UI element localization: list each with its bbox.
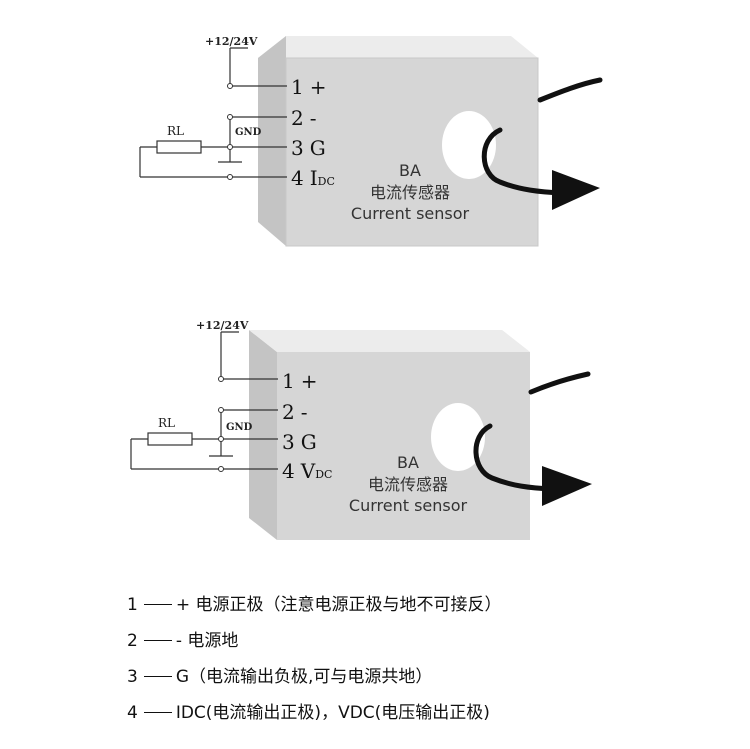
model-label: BA	[397, 453, 419, 472]
pin-1-label: 1+	[291, 75, 327, 99]
cable-arrow	[481, 127, 565, 196]
legend-dash	[143, 675, 172, 677]
supply-label: +12/24V	[205, 35, 258, 48]
sensor-name-en: Current sensor	[349, 496, 468, 515]
legend-dash	[143, 639, 172, 641]
arrow-head-icon	[542, 466, 592, 506]
legend-dash	[143, 711, 172, 713]
legend-text: G（电流输出负极,可与电源共地）	[175, 667, 433, 687]
legend-text: - 电源地	[175, 631, 239, 651]
legend-text: IDC(电流输出正极)，VDC(电压输出正极)	[175, 703, 490, 723]
model-label: BA	[399, 161, 421, 180]
sensor-box-top	[258, 36, 538, 58]
legend-dash	[143, 603, 172, 605]
cable-line-upper	[528, 371, 591, 395]
legend-num: 4	[127, 703, 138, 723]
load-label: RL	[158, 416, 175, 430]
sensor-box-side	[258, 36, 286, 246]
sensor-box-top-edge	[249, 330, 530, 352]
legend-item-3: 3 G（电流输出负极,可与电源共地）	[127, 662, 432, 687]
legend-text: + 电源正极（注意电源正极与地不可接反）	[175, 595, 502, 615]
sensor-name-cn: 电流传感器	[370, 183, 450, 202]
legend-item-2: 2 - 电源地	[127, 626, 238, 651]
sensor-name-cn: 电流传感器	[368, 475, 448, 494]
gnd-label: GND	[235, 127, 262, 138]
legend-num: 3	[127, 667, 138, 687]
load-resistor	[156, 140, 202, 154]
cable-line-upper	[537, 77, 603, 103]
load-resistor	[147, 432, 193, 446]
legend-num: 2	[127, 631, 138, 651]
sensor-box-face	[286, 58, 538, 246]
pin-2-label: 2-	[291, 106, 317, 130]
load-label: RL	[167, 124, 184, 138]
sensor-box-face	[277, 352, 530, 540]
sensor-hole	[431, 403, 485, 471]
pin-2-label: 2-	[282, 400, 308, 424]
pin-1-label: 1+	[282, 369, 318, 393]
legend-num: 1	[127, 595, 138, 615]
legend-item-4: 4 IDC(电流输出正极)，VDC(电压输出正极)	[127, 698, 490, 723]
arrow-head-icon	[552, 170, 600, 210]
supply-label: +12/24V	[196, 319, 249, 332]
sensor-name-en: Current sensor	[351, 204, 470, 223]
legend-item-1: 1 + 电源正极（注意电源正极与地不可接反）	[127, 590, 501, 615]
sensor-box-side	[249, 330, 277, 540]
cable-arrow	[473, 423, 555, 492]
gnd-label: GND	[226, 422, 253, 433]
